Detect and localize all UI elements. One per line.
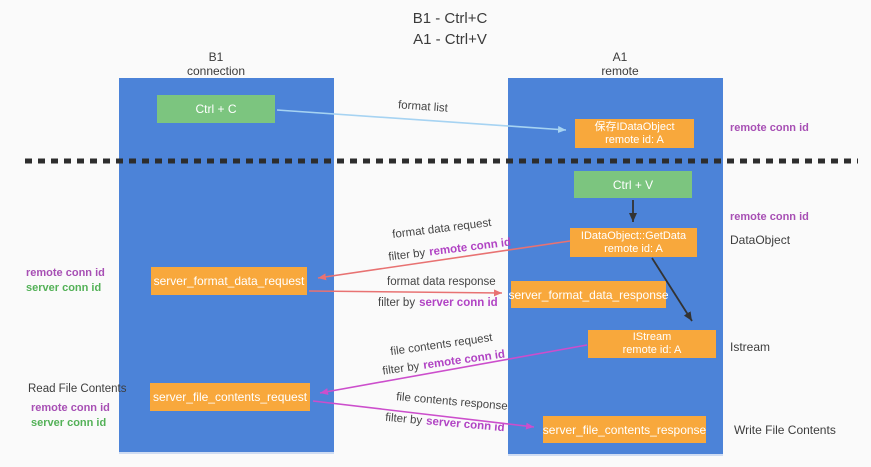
node-getdata-line2: remote id: A <box>604 242 663 255</box>
label-conn-ids-file: remote conn id server conn id <box>31 401 110 431</box>
filter-by-text: filter by <box>381 360 421 378</box>
node-format-request-label: server_format_data_request <box>153 274 305 288</box>
lane-b1-name: B1 <box>208 50 224 64</box>
label-remote-conn-id-left2: remote conn id <box>31 402 110 414</box>
filter-by-text: filter by <box>384 411 423 427</box>
filter-remote-conn-id: remote conn id <box>428 236 512 259</box>
label-format-data-request: format data request <box>391 216 493 242</box>
node-ctrl-v-label: Ctrl + V <box>612 177 654 192</box>
label-istream: Istream <box>730 340 771 354</box>
title-line-b1: B1 - Ctrl+C <box>412 10 488 27</box>
lane-header-b1: B1 connection <box>146 50 286 78</box>
node-save-line1: 保存IDataObject <box>594 120 675 133</box>
lane-a1-role: remote <box>601 64 639 78</box>
node-file-response-label: server_file_contents_response <box>542 422 707 437</box>
filter-server-conn-id: server conn id <box>419 297 498 309</box>
node-istream-line1: IStream <box>632 331 672 343</box>
label-remote-conn-id-left1: remote conn id <box>26 267 105 279</box>
label-file-contents-response: file contents response <box>395 391 509 413</box>
label-server-conn-id-left2: server conn id <box>31 417 107 429</box>
label-remote-conn-id-mid: remote conn id <box>730 211 809 223</box>
node-save-line2: remote id: A <box>605 133 664 146</box>
node-format-response-label: server_format_data_response <box>508 287 669 302</box>
node-ctrl-v: Ctrl + V <box>574 171 692 198</box>
node-ctrl-c-label: Ctrl + C <box>195 102 237 116</box>
arrow-format-data-response <box>308 289 503 297</box>
filter-server-conn-id: server conn id <box>425 415 505 435</box>
label-dataobject: DataObject <box>730 233 791 247</box>
label-remote-conn-id-top: remote conn id <box>730 122 809 134</box>
label-write-file-contents: Write File Contents <box>734 423 836 437</box>
label-read-file-contents: Read File Contents <box>28 383 127 395</box>
label-server-conn-id-left1: server conn id <box>26 282 102 294</box>
node-server-format-data-response: server_format_data_response <box>508 281 669 308</box>
node-getdata-line1: IDataObject::GetData <box>580 229 687 242</box>
node-server-file-contents-response: server_file_contents_response <box>543 416 706 443</box>
label-format-list: format list <box>397 99 449 115</box>
node-server-file-contents-request: server_file_contents_request <box>150 383 310 411</box>
node-server-format-data-request: server_format_data_request <box>151 267 307 295</box>
label-format-data-response: format data response <box>387 276 496 288</box>
node-file-request-label: server_file_contents_request <box>152 390 308 404</box>
node-istream: IStream remote id: A <box>588 330 716 358</box>
lane-b1-role: connection <box>186 64 246 78</box>
diagram-title: B1 - Ctrl+C A1 - Ctrl+V <box>300 8 600 50</box>
node-idataobject-getdata: IDataObject::GetData remote id: A <box>570 228 697 257</box>
label-conn-ids-format: remote conn id server conn id <box>26 266 105 296</box>
node-ctrl-c: Ctrl + C <box>157 95 275 123</box>
lane-a1-name: A1 <box>612 50 628 64</box>
node-save-idataobject: 保存IDataObject remote id: A <box>575 119 694 148</box>
lane-header-a1: A1 remote <box>550 50 690 78</box>
node-istream-line2: remote id: A <box>622 344 682 356</box>
filter-by-text: filter by <box>378 297 416 309</box>
title-line-a1: A1 - Ctrl+V <box>413 31 487 48</box>
filter-by-text: filter by <box>387 247 426 264</box>
